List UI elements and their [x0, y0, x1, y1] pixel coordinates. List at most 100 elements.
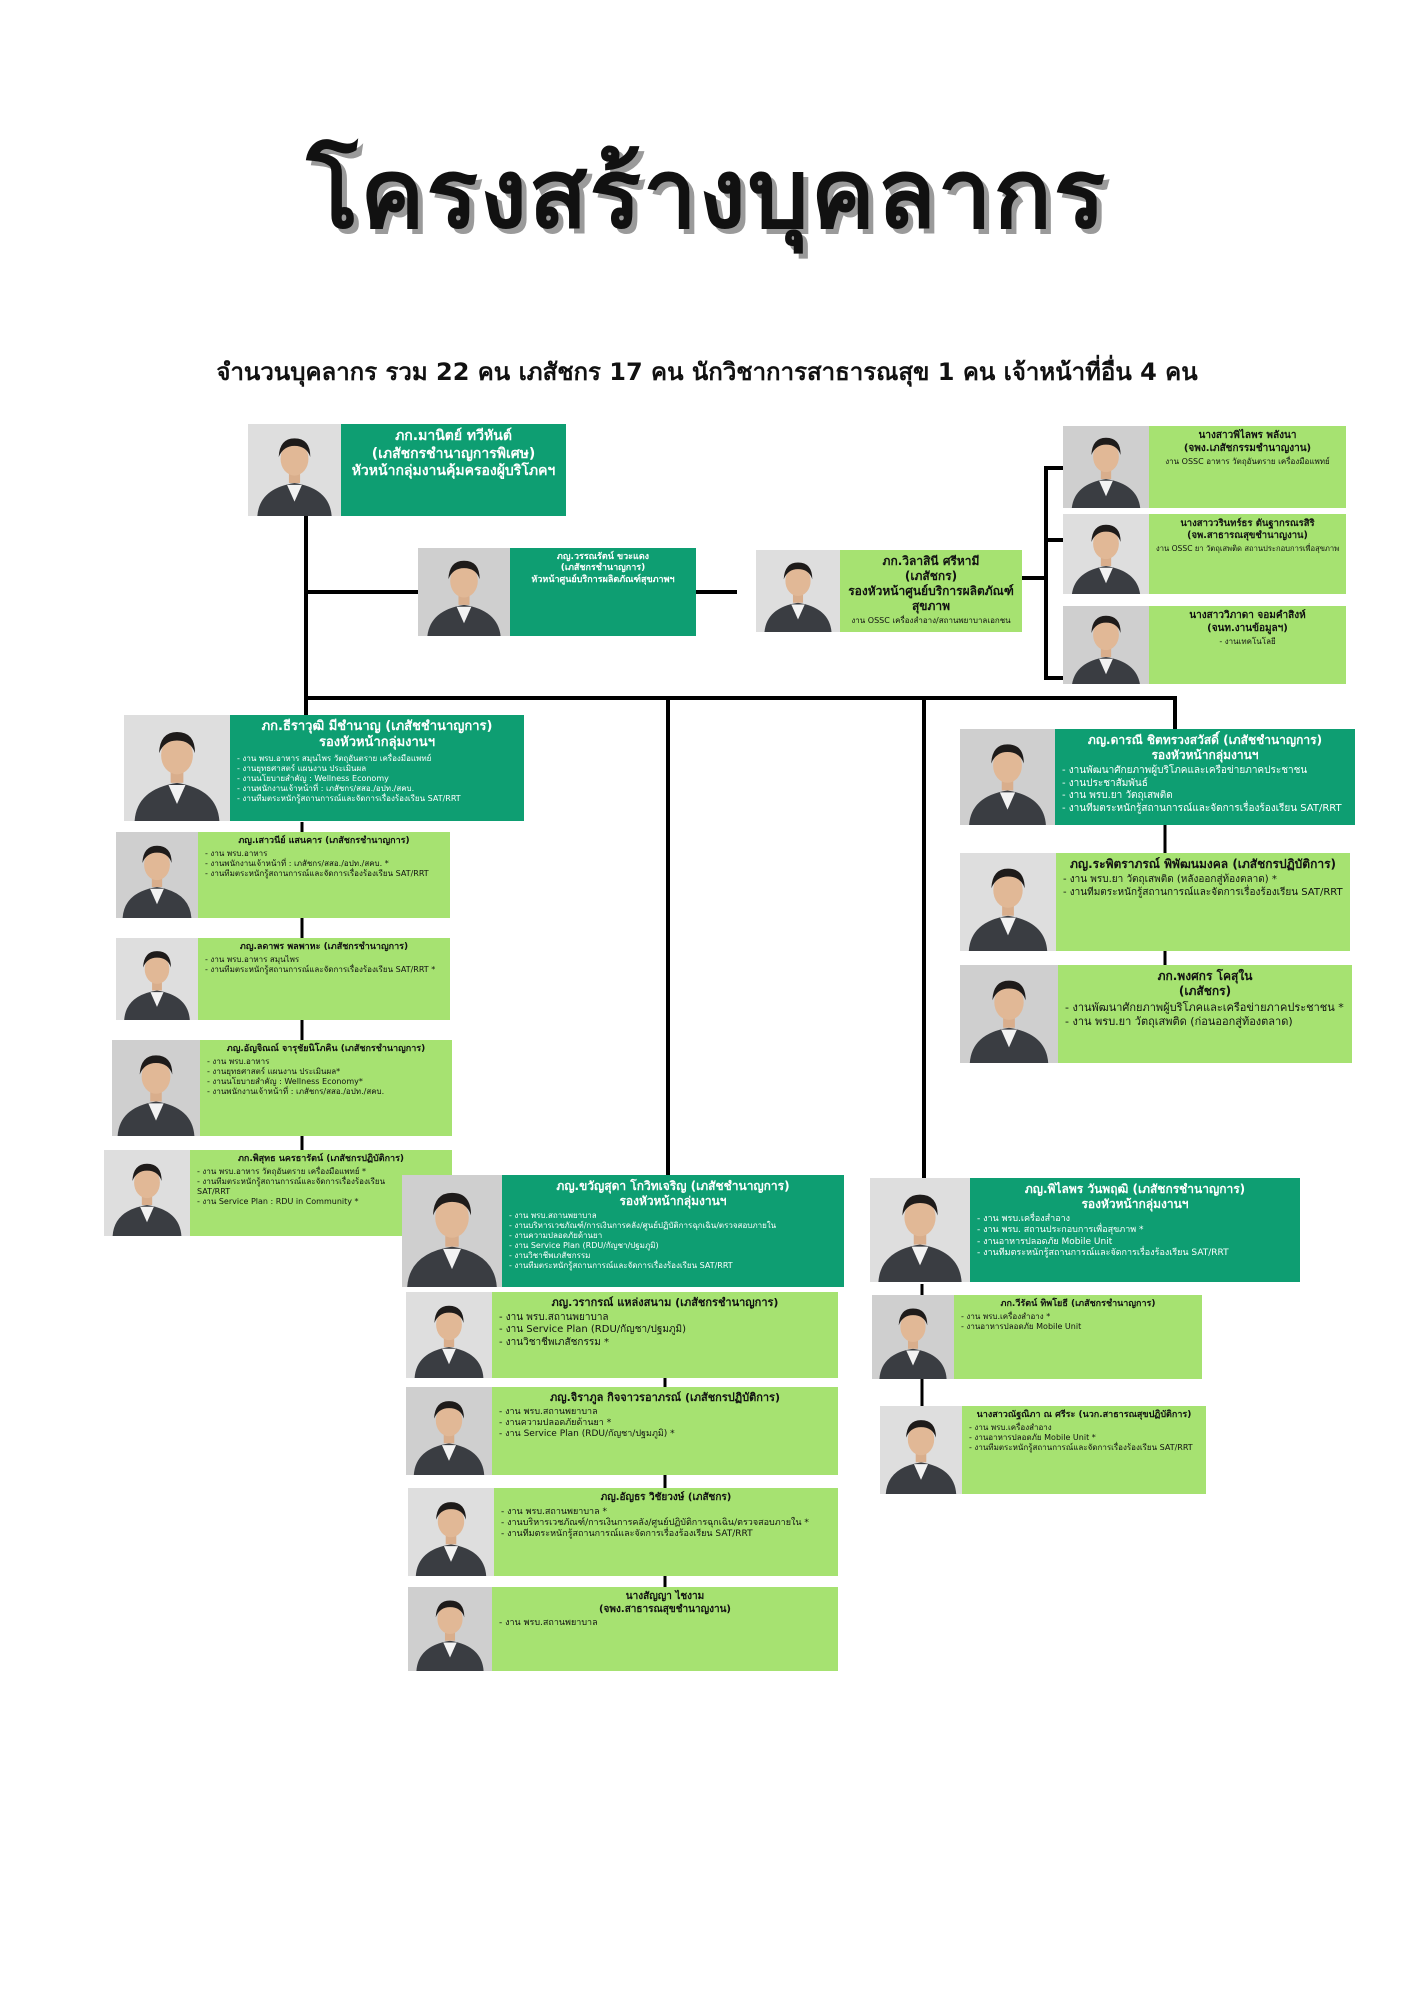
person-name-line: ภก.วีรัตน์ ทิพโยธี (เภสัชกรชำนาญการ): [1000, 1299, 1156, 1309]
person-info: ภญ.ระพิตราภรณ์ พิพัฒนมงคล (เภสัชกรปฏิบัต…: [1056, 853, 1350, 951]
person-name: ภญ.วรรณรัตน์ ขวะแดง(เภสัชกรชำนาญการ)หัวห…: [513, 552, 693, 586]
duty-item: - งาน Service Plan (RDU/กัญชา/ปฐมภูมิ): [509, 1241, 659, 1250]
person-info: ภญ.วรรณรัตน์ ขวะแดง(เภสัชกรชำนาญการ)หัวห…: [510, 548, 696, 636]
person-photo: [1063, 514, 1149, 594]
duty-item: - งานพัฒนาศักยภาพผู้บริโภคและเครือข่ายภา…: [1065, 1001, 1344, 1014]
person-photo: [960, 729, 1055, 825]
duty-item: - งานทีมตระหนักรู้สถานการณ์และจัดการเรื่…: [205, 869, 429, 879]
person-info: ภญ.เสาวนีย์ แสนคาร (เภสัชกรชำนาญการ) - งา…: [198, 832, 450, 918]
person-photo: [116, 938, 198, 1020]
person-card-d3-s2: นางสาวณัฐณิภา ณ ศรีระ (นวก.สาธารณสุขปฏิบ…: [880, 1406, 1206, 1494]
duty-item: - งานทีมตระหนักรู้สถานการณ์และจัดการเรื่…: [197, 1177, 386, 1187]
duty-item: - งาน พรบ.เครื่องสำอาง: [977, 1214, 1071, 1224]
person-photo: [1063, 426, 1149, 508]
duty-item: - งานพนักงานเจ้าหน้าที่ : เภสัชกร/สสอ./อ…: [205, 859, 389, 869]
duty-item: - งานทีมตระหนักรู้สถานการณ์และจัดการเรื่…: [501, 1529, 753, 1539]
person-photo: [1063, 606, 1149, 684]
duty-list: - งาน พรบ.สถานพยาบาล: [495, 1618, 835, 1629]
person-name: ภญ.อัญธร วิชัยวงษ์ (เภสัชกร): [497, 1492, 835, 1505]
duty-item: - งาน พรบ. สถานประกอบการเพื่อสุขภาพ *: [977, 1225, 1144, 1236]
person-info: ภญ.พิไลพร วันพฤฒิ (เภสัชกรชำนาญการ)รองหั…: [970, 1178, 1300, 1282]
duty-item: - งานนโยบายสำคัญ : Wellness Economy: [237, 773, 389, 783]
person-card-staff-2: นางสาววรินทร์ธร ตันฐากรณรสิริ(จพ.สาธารณส…: [1063, 514, 1346, 594]
person-card-staff-3: นางสาววิภาดา จอมคำสิงห์(จนท.งานข้อมูลฯ)-…: [1063, 606, 1346, 684]
person-card-d2-s4: นางสัญญา ไชงาม(จพง.สาธารณสุขชำนาญงาน) - ง…: [408, 1587, 838, 1671]
person-name: ภญ.วรากรณ์ แหล่งสนาม (เภสัชกรชำนาญการ): [495, 1296, 835, 1310]
duty-item: - งานทีมตระหนักรู้สถานการณ์และจัดการเรื่…: [969, 1443, 1193, 1453]
person-name: ภญ.เสาวนีย์ แสนคาร (เภสัชกรชำนาญการ): [201, 836, 447, 847]
person-name-line: ภก.วิลาสินี ศรีหามี: [882, 554, 980, 568]
duty-item: งาน OSSC ยา วัตถุเสพติด สถานประกอบการเพื…: [1156, 543, 1340, 553]
person-name-line: (เภสัชกรชำนาญการพิเศษ): [371, 445, 536, 462]
duty-item: - งานบริหารเวชภัณฑ์/การเงินการคลัง/ศูนย์…: [501, 1517, 809, 1528]
person-info: ภญ.อัญจิณณ์ จารุชัยนิโภคิน (เภสัชกรชำนาญ…: [200, 1040, 452, 1136]
duty-item: - งาน พรบ.สถานพยาบาล: [499, 1406, 598, 1417]
duty-item: - งาน พรบ.อาหาร สมุนไพร: [205, 955, 300, 965]
duty-list: - งาน พรบ.เครื่องสำอาง *- งานอาหารปลอดภั…: [957, 1312, 1199, 1332]
person-name-line: นางสาววิภาดา จอมคำสิงห์: [1189, 610, 1306, 621]
duty-item: - งานทีมตระหนักรู้สถานการณ์และจัดการเรื่…: [977, 1247, 1229, 1258]
duty-list: - งาน พรบ.อาหาร สมุนไพร- งานทีมตระหนักรู…: [201, 955, 447, 975]
person-name-line: ภก.พงศกร โคสุใน: [1157, 969, 1253, 983]
duty-item: - งาน พรบ.ยา วัตถุเสพติด (หลังออกสู่ท้อง…: [1063, 874, 1277, 885]
person-name: ภก.ธีราวุฒิ มีชำนาญ (เภสัชชำนาญการ)รองหั…: [233, 719, 521, 752]
person-name: ภก.วีรัตน์ ทิพโยธี (เภสัชกรชำนาญการ): [957, 1299, 1199, 1310]
duty-list: - งาน พรบ.สถานพยาบาล- งานบริหารเวชภัณฑ์/…: [505, 1211, 841, 1271]
duty-item: - งาน Service Plan (RDU/กัญชา/ปฐมภูมิ) *: [499, 1429, 675, 1440]
duty-list: - งาน พรบ.ยา วัตถุเสพติด (หลังออกสู่ท้อง…: [1059, 874, 1347, 899]
person-name: ภก.พงศกร โคสุใน(เภสัชกร): [1061, 969, 1349, 999]
person-name-line: (จพง.เภสัชกรรมชำนาญงาน): [1183, 442, 1312, 454]
duty-item: SAT/RRT: [197, 1187, 231, 1197]
page-title: โครงสร้างบุคลากร: [306, 138, 1108, 250]
duty-item: - งานพนักงานเจ้าหน้าที่ : เภสัชกร/สสอ./อ…: [237, 783, 415, 793]
person-name-line: ภญ.วรากรณ์ แหล่งสนาม (เภสัชกรชำนาญการ): [551, 1296, 779, 1309]
person-info: ภก.วิลาสินี ศรีหามี(เภสัชกร)รองหัวหน้าศู…: [840, 550, 1022, 632]
person-name-line: ภญ.พิไลพร วันพฤฒิ (เภสัชกรชำนาญการ): [1024, 1182, 1246, 1196]
person-name-line: นางสัญญา ไชงาม: [625, 1591, 705, 1602]
person-name-line: ภญ.ขวัญสุดา โกวิทเจริญ (เภสัชชำนาญการ): [556, 1179, 790, 1193]
person-photo: [406, 1387, 492, 1475]
person-name: ภญ.อัญจิณณ์ จารุชัยนิโภคิน (เภสัชกรชำนาญ…: [203, 1044, 449, 1055]
person-name-line: รองหัวหน้ากลุ่มงานฯ: [318, 735, 435, 751]
duty-list: งาน OSSC อาหาร วัตถุอันตราย เครื่องมือแพ…: [1152, 457, 1343, 467]
person-photo: [756, 550, 840, 632]
person-info: ภญ.ขวัญสุดา โกวิทเจริญ (เภสัชชำนาญการ)รอ…: [502, 1175, 844, 1287]
duty-list: - งานพัฒนาศักยภาพผู้บริโภคและเครือข่ายภา…: [1058, 765, 1352, 815]
duty-item: - งาน พรบ.สถานพยาบาล: [499, 1311, 609, 1323]
person-name-line: นางสาวพิไลพร พลังนา: [1198, 430, 1297, 441]
person-card-d4-s2: ภก.พงศกร โคสุใน(เภสัชกร) - งานพัฒนาศักยภา…: [960, 965, 1352, 1063]
person-name-line: ภก.พิสุทธ นครธารัตน์ (เภสัชกรปฏิบัติการ): [237, 1154, 405, 1164]
person-photo: [402, 1175, 502, 1287]
duty-item: งาน OSSC อาหาร วัตถุอันตราย เครื่องมือแพ…: [1165, 457, 1330, 466]
person-name: นางสาวพิไลพร พลังนา(จพง.เภสัชกรรมชำนาญงา…: [1152, 430, 1343, 455]
person-photo: [116, 832, 198, 918]
duty-item: - งานทีมตระหนักรู้สถานการณ์และจัดการเรื่…: [1063, 886, 1343, 898]
duty-list: - งาน พรบ.อาหาร วัตถุอันตราย เครื่องมือแ…: [193, 1167, 449, 1207]
person-info: นางสาวพิไลพร พลังนา(จพง.เภสัชกรรมชำนาญงา…: [1149, 426, 1346, 508]
person-name: ภญ.ขวัญสุดา โกวิทเจริญ (เภสัชชำนาญการ)รอ…: [505, 1179, 841, 1209]
person-info: ภก.ธีราวุฒิ มีชำนาญ (เภสัชชำนาญการ)รองหั…: [230, 715, 524, 821]
duty-list: - งาน พรบ.อาหาร- งานพนักงานเจ้าหน้าที่ :…: [201, 849, 447, 879]
duty-list: - งาน พรบ.สถานพยาบาล *- งานบริหารเวชภัณฑ…: [497, 1507, 835, 1541]
duty-list: งาน OSSC เครื่องสำอาง/สถานพยาบาลเอกชน: [843, 616, 1019, 626]
person-photo: [112, 1040, 200, 1136]
person-card-d2-s1: ภญ.วรากรณ์ แหล่งสนาม (เภสัชกรชำนาญการ) - …: [406, 1292, 838, 1378]
person-card-d2-s3: ภญ.อัญธร วิชัยวงษ์ (เภสัชกร) - งาน พรบ.สถ…: [408, 1488, 838, 1576]
staff-summary: จำนวนบุคลากร รวม 22 คน เภสัชกร 17 คน นัก…: [216, 358, 1198, 386]
duty-item: - งาน พรบ.เครื่องสำอาง: [969, 1423, 1052, 1433]
person-name-line: (จพ.สาธารณสุขชำนาญงาน): [1187, 529, 1308, 541]
person-card-deputy-3: ภญ.พิไลพร วันพฤฒิ (เภสัชกรชำนาญการ)รองหั…: [870, 1178, 1300, 1282]
duty-item: - งาน Service Plan (RDU/กัญชา/ปฐมภูมิ): [499, 1324, 687, 1336]
person-photo: [872, 1295, 954, 1379]
duty-item: งาน OSSC เครื่องสำอาง/สถานพยาบาลเอกชน: [851, 616, 1011, 625]
person-name-line: ภญ.อัญธร วิชัยวงษ์ (เภสัชกร): [600, 1492, 732, 1503]
person-name-line: รองหัวหน้ากลุ่มงานฯ: [1081, 1197, 1189, 1211]
person-name-line: (จนท.งานข้อมูลฯ): [1207, 622, 1288, 634]
duty-item: - งานนโยบายสำคัญ : Wellness Economy*: [207, 1077, 363, 1087]
person-name-line: (เภสัชกรชำนาญการ): [560, 563, 646, 574]
person-name-line: รองหัวหน้ากลุ่มงานฯ: [619, 1194, 727, 1208]
person-name-line: หัวหน้ากลุ่มงานคุ้มครองผู้บริโภคฯ: [351, 463, 556, 479]
person-name: ภญ.ลดาพร พลพาหะ (เภสัชกรชำนาญการ): [201, 942, 447, 953]
person-name: นางสัญญา ไชงาม(จพง.สาธารณสุขชำนาญงาน): [495, 1591, 835, 1616]
person-name-line: ภญ.ดารณี ชิตทรวงสวัสดิ์ (เภสัชชำนาญการ): [1087, 733, 1323, 747]
